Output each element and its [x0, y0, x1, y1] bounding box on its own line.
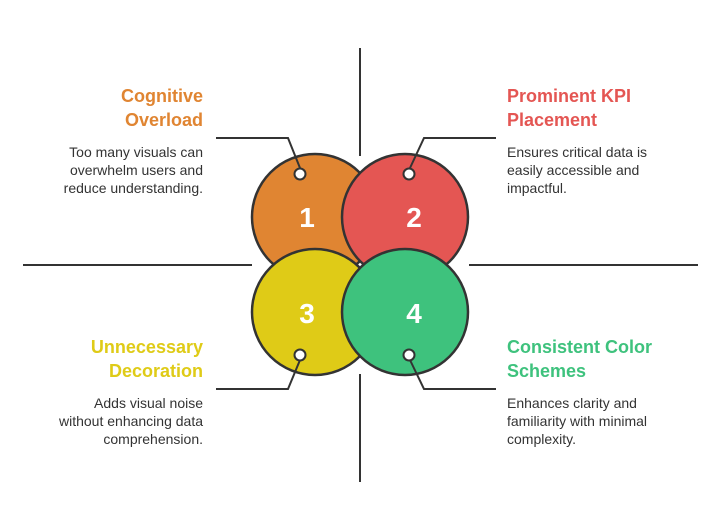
- desc-1-line-1: Too many visuals can: [69, 144, 203, 160]
- title-prominent-kpi: Prominent KPI Placement: [507, 84, 707, 132]
- number-2: 2: [406, 202, 422, 233]
- title-unnecessary-decoration: Unnecessary Decoration: [20, 335, 203, 383]
- number-4: 4: [406, 298, 422, 329]
- desc-3-line-2: without enhancing data: [59, 413, 203, 429]
- title-1-line-2: Overload: [124, 110, 203, 130]
- title-3-line-1: Unnecessary: [90, 337, 203, 357]
- connector-dot-2: [402, 167, 416, 181]
- connector-1: [216, 137, 301, 169]
- desc-2-line-1: Ensures critical data is: [507, 144, 648, 160]
- connector-4: [409, 359, 496, 390]
- connector-2: [409, 137, 496, 169]
- desc-4-line-3: complexity.: [507, 431, 576, 447]
- desc-3-line-1: Adds visual noise: [94, 395, 203, 411]
- connector-dot-4: [402, 348, 416, 362]
- desc-cognitive-overload: Too many visuals can overwhelm users and…: [20, 143, 203, 197]
- title-1-line-1: Cognitive: [120, 86, 203, 106]
- title-3-line-2: Decoration: [108, 361, 203, 381]
- desc-consistent-color: Enhances clarity and familiarity with mi…: [507, 394, 707, 448]
- desc-2-line-3: impactful.: [507, 180, 567, 196]
- connector-3: [216, 359, 301, 390]
- circle-4: [340, 247, 470, 377]
- desc-1-line-3: reduce understanding.: [63, 180, 203, 196]
- desc-3-line-3: comprehension.: [103, 431, 203, 447]
- title-4-line-1: Consistent Color: [507, 337, 653, 357]
- title-cognitive-overload: Cognitive Overload: [20, 84, 203, 132]
- desc-1-line-2: overwhelm users and: [69, 162, 203, 178]
- title-2-line-1: Prominent KPI: [507, 86, 632, 106]
- title-4-line-2: Schemes: [507, 361, 587, 381]
- title-2-line-2: Placement: [507, 110, 598, 130]
- number-1: 1: [299, 202, 315, 233]
- connector-dot-3: [293, 348, 307, 362]
- desc-4-line-2: familiarity with minimal: [507, 413, 648, 429]
- desc-prominent-kpi: Ensures critical data is easily accessib…: [507, 143, 707, 197]
- desc-4-line-1: Enhances clarity and: [507, 395, 637, 411]
- desc-2-line-2: easily accessible and: [507, 162, 640, 178]
- number-3: 3: [299, 298, 315, 329]
- title-consistent-color: Consistent Color Schemes: [507, 335, 707, 383]
- connector-dot-1: [293, 167, 307, 181]
- desc-unnecessary-decoration: Adds visual noise without enhancing data…: [20, 394, 203, 448]
